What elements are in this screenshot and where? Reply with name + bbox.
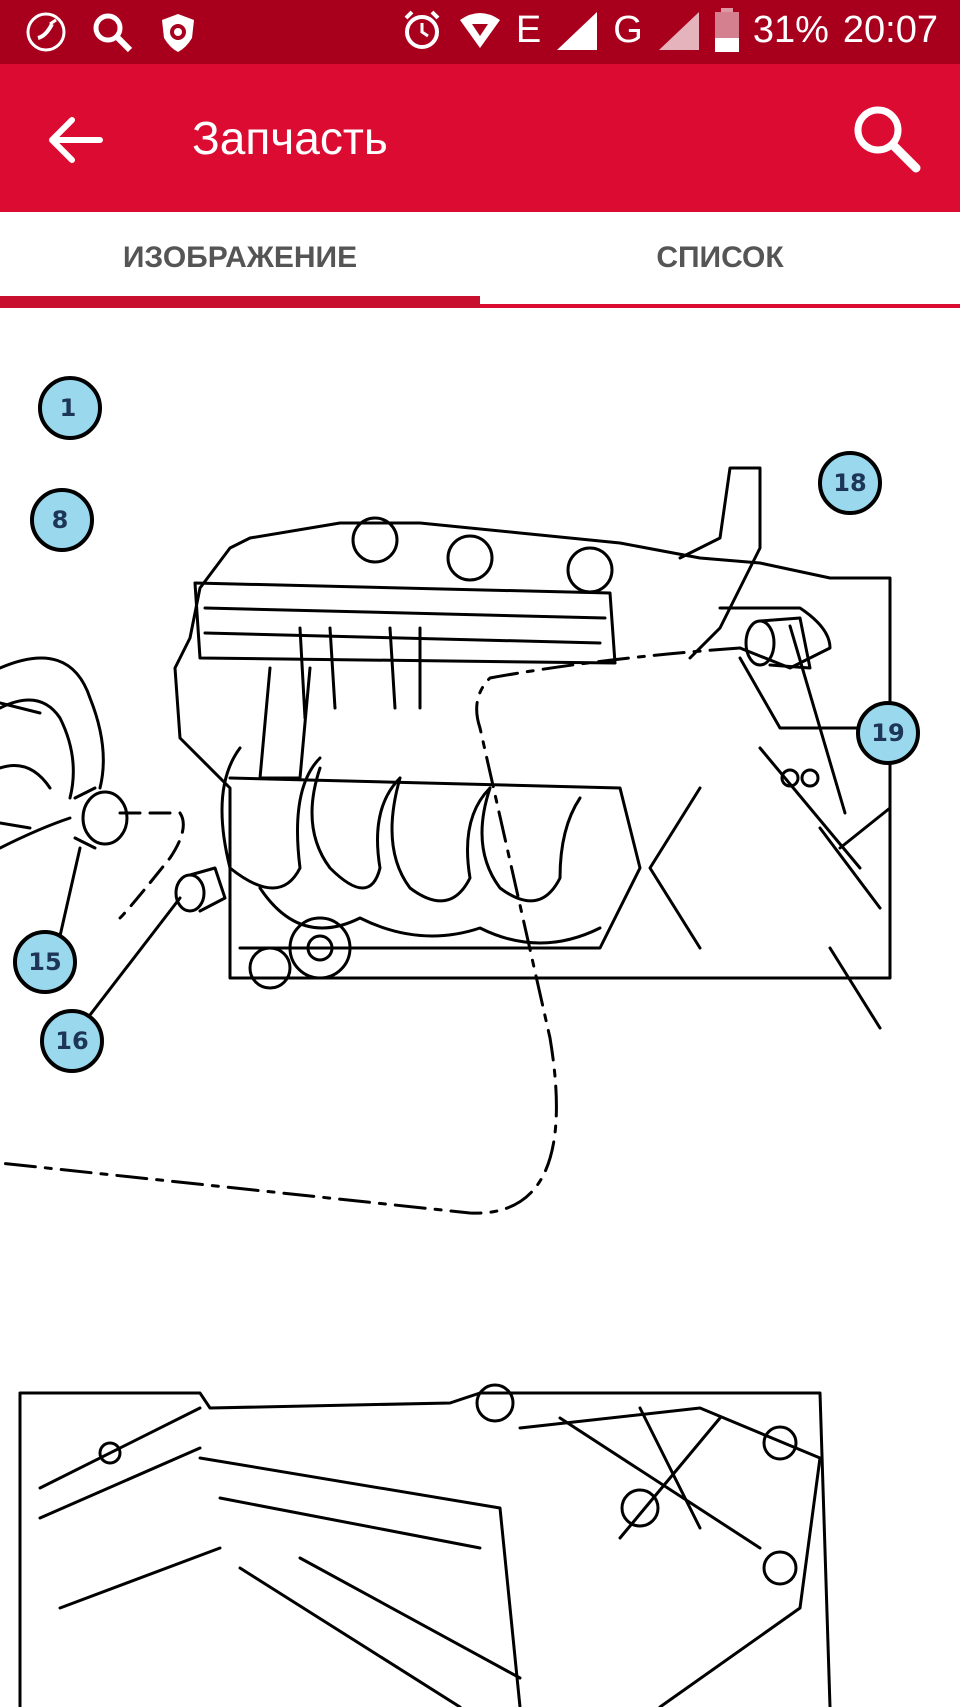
callout-19[interactable]: 19 [856, 701, 920, 765]
callout-16-label: 16 [55, 1027, 88, 1055]
antivirus-icon [162, 14, 194, 52]
battery-percent: 31% [752, 9, 829, 51]
callout-19-label: 19 [871, 719, 904, 747]
parts-diagram[interactable]: 1 8 18 19 15 16 [0, 308, 960, 1707]
callout-8[interactable]: 8 [30, 488, 94, 552]
network-g-label: G [613, 9, 643, 51]
app-bar: Запчасть [0, 64, 960, 212]
tab-underline [0, 304, 960, 308]
callout-1-label: 1 [60, 394, 77, 422]
callout-1[interactable]: 1 [38, 376, 102, 440]
callout-15-label: 15 [28, 948, 61, 976]
search-icon [93, 13, 133, 53]
network-e-label: E [515, 9, 542, 51]
missed-call-icon [26, 12, 66, 52]
status-bar: E G 31% 20:07 [0, 0, 960, 64]
tab-bar: ИЗОБРАЖЕНИЕ СПИСОК [0, 212, 960, 308]
tab-indicator [0, 296, 480, 308]
callout-16[interactable]: 16 [40, 1009, 104, 1073]
status-bar-left [24, 10, 200, 54]
callout-18[interactable]: 18 [818, 451, 882, 515]
clock: 20:07 [842, 9, 938, 51]
battery-icon [714, 8, 739, 52]
engine-drawing: 1 8 18 19 15 16 [0, 376, 920, 1707]
tab-image[interactable]: ИЗОБРАЖЕНИЕ [122, 241, 358, 274]
page-title: Запчасть [192, 112, 388, 164]
signal-icon [557, 12, 598, 50]
arrow-back-icon[interactable] [40, 104, 112, 176]
tab-list[interactable]: СПИСОК [656, 241, 784, 274]
status-bar-right: E G 31% 20:07 [400, 8, 938, 52]
search-button[interactable] [848, 100, 924, 176]
callout-18-label: 18 [833, 469, 866, 497]
wifi-icon [459, 13, 500, 48]
alarm-icon [404, 10, 440, 49]
signal-icon-2 [658, 12, 699, 50]
callout-8-label: 8 [52, 506, 69, 534]
callout-15[interactable]: 15 [13, 930, 77, 994]
